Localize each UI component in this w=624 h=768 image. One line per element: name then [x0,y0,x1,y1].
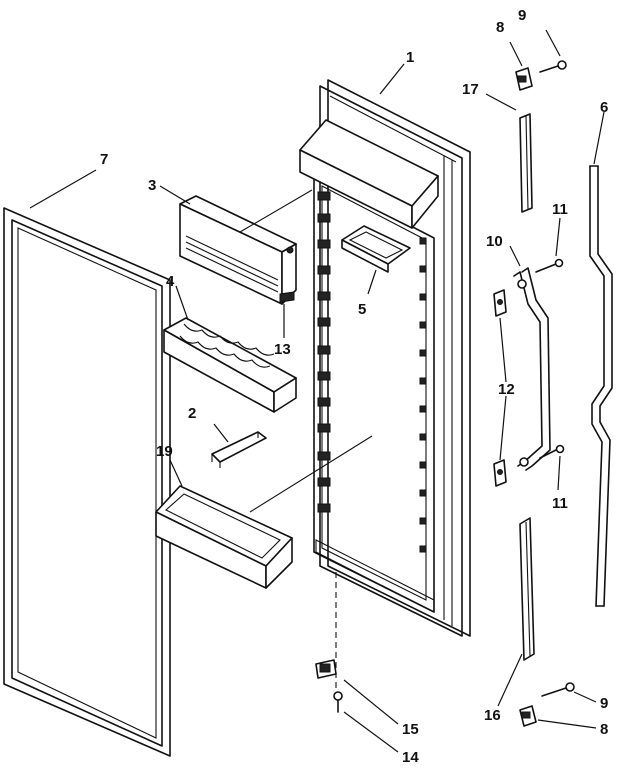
callout-15: 15 [402,721,419,738]
callout-7: 7 [100,151,108,168]
callout-9-top: 9 [518,7,526,24]
lower-trim [519,517,535,661]
callout-2: 2 [188,405,196,422]
callout-11-bottom: 11 [552,495,568,512]
handle-mount [493,289,507,487]
door-bin [155,485,293,589]
egg-tray [163,317,297,413]
callout-3: 3 [148,177,156,194]
callout-8-bottom: 8 [600,721,608,738]
leader-lines [29,29,605,753]
hinge-bracket [515,67,533,91]
bottom-hinge-cap [315,659,337,679]
callout-10: 10 [486,233,503,250]
dairy-hinge [279,291,295,303]
upper-trim [519,113,533,213]
callout-6: 6 [600,99,608,116]
door-liner [299,79,471,637]
callout-5: 5 [358,301,366,318]
callout-12: 12 [498,381,515,398]
side-gasket-strip [589,165,613,607]
dairy-door [179,195,297,305]
callout-8-top: 8 [496,19,504,36]
screw [539,60,567,73]
utility-bin [341,225,411,273]
callout-9-bottom: 9 [600,695,608,712]
callout-11-top: 11 [552,201,568,218]
callout-1: 1 [406,49,414,66]
callout-16: 16 [484,707,501,724]
bottom-screw [333,691,343,713]
handle-screw [535,258,565,459]
callouts: 1 2 3 4 5 6 7 8 9 10 11 12 13 14 15 16 1… [100,7,608,766]
callout-13: 13 [274,341,291,358]
screw [541,682,575,697]
callout-17: 17 [462,81,479,98]
door-gasket [3,207,171,757]
door-handle [513,267,551,471]
callout-14: 14 [402,749,419,766]
small-bracket [211,431,267,468]
hinge-bracket [519,705,537,727]
callout-19: 19 [156,443,173,460]
callout-4: 4 [166,273,175,290]
